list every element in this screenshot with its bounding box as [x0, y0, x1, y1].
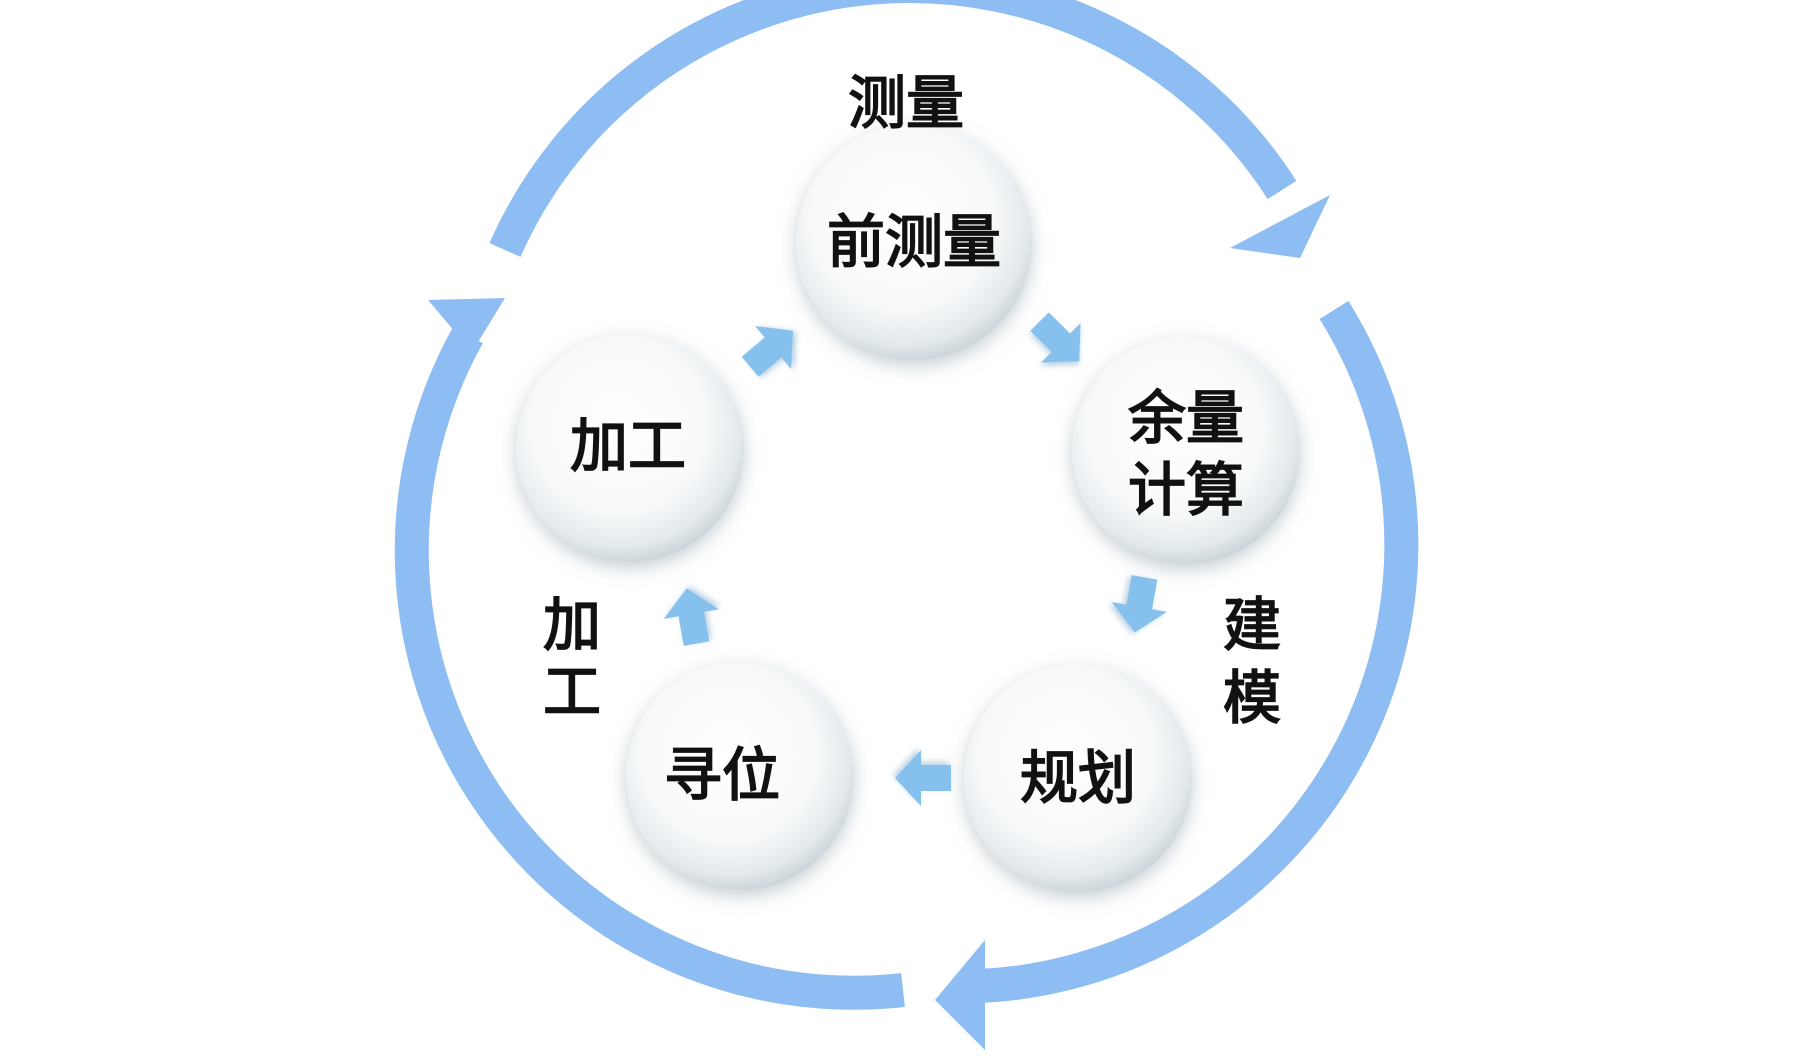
phase-label-process-line1: 加 — [543, 591, 601, 659]
node-positioning-label: 寻位 — [664, 741, 780, 809]
node-planning: 规划 — [964, 664, 1192, 892]
node-allowance-calc-label-line1: 余量 — [1127, 384, 1244, 452]
inner-arrow-positioning-to-processing — [663, 588, 719, 646]
inner-arrow-premeasure-to-allowance — [1030, 312, 1081, 363]
node-processing: 加工 — [516, 334, 744, 562]
outer-arrow-head-model — [935, 940, 985, 1050]
inner-arrow-planning-to-positioning — [895, 750, 951, 806]
phase-label-measure: 测量 — [848, 69, 964, 137]
node-pre-measure: 前测量 — [796, 124, 1032, 360]
outer-arrow-head-measure — [1230, 195, 1330, 258]
inner-cycle-arrows — [663, 312, 1167, 806]
node-planning-label: 规划 — [1020, 744, 1136, 812]
process-nodes: 前测量 余量 计算 规划 寻位 加工 — [516, 124, 1300, 892]
inner-arrow-processing-to-premeasure — [741, 325, 793, 377]
phase-label-model-line2: 模 — [1223, 664, 1281, 732]
node-positioning: 寻位 — [626, 662, 854, 890]
node-processing-label: 加工 — [570, 412, 686, 480]
inner-arrow-allowance-to-planning — [1111, 575, 1167, 633]
node-allowance-calc-label-line2: 计算 — [1128, 456, 1244, 524]
phase-label-process-line2: 工 — [543, 658, 601, 726]
outer-arrow-model — [979, 300, 1419, 1003]
outer-arrow-measure — [489, 0, 1297, 257]
phase-label-model-line1: 建 — [1223, 591, 1281, 659]
outer-arrow-process — [394, 326, 905, 1010]
node-allowance-calc: 余量 计算 — [1072, 336, 1300, 564]
outer-arrow-head-process — [428, 298, 505, 352]
node-pre-measure-label: 前测量 — [827, 208, 1001, 276]
outer-cycle-arrows — [394, 0, 1419, 1050]
phase-labels: 测量 建 模 加 工 — [543, 69, 1281, 732]
